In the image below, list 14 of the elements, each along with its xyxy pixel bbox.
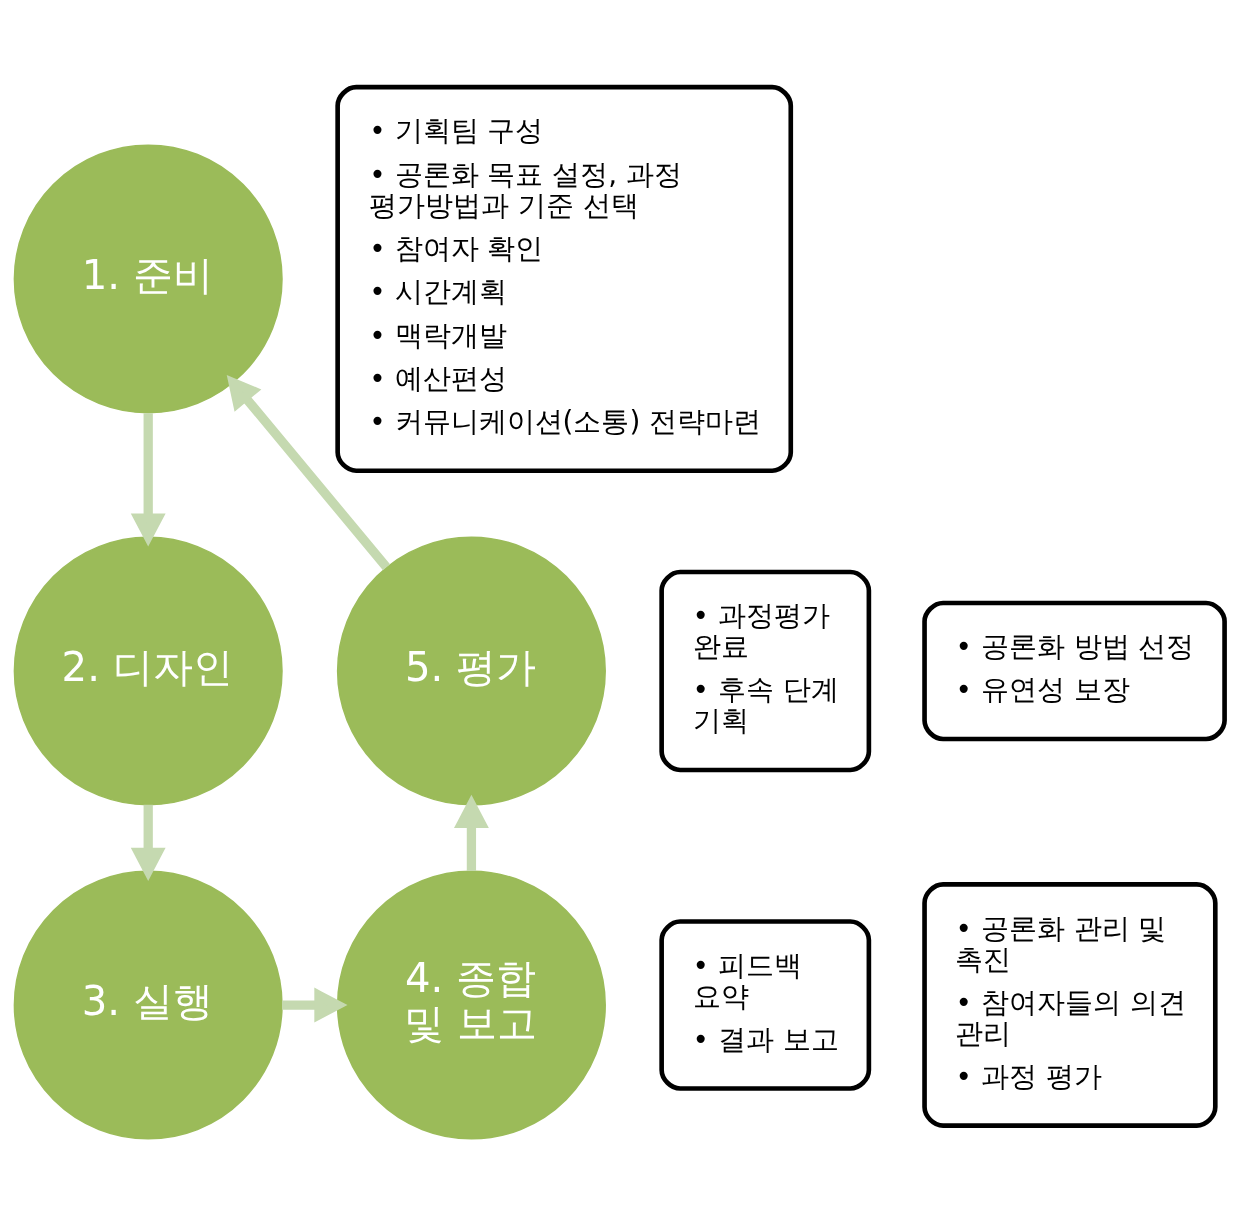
arrow	[282, 987, 348, 1023]
arrow	[454, 794, 489, 871]
node-circle: 5. 평가	[336, 536, 606, 806]
node-circle: 4. 종합 및 보고	[336, 870, 606, 1140]
node-circle: 2. 디자인	[13, 536, 283, 806]
node-box: • 피드백 요약 • 결과 보고	[659, 919, 872, 1091]
node-box: • 공론화 관리 및 촉진 • 참여자들의 의견 관리 • 과정 평가	[922, 882, 1218, 1128]
node-box: • 공론화 방법 선정 • 유연성 보장	[922, 600, 1227, 742]
arrow	[130, 804, 166, 881]
arrow	[226, 375, 391, 571]
node-box: • 과정평가 완료 • 후속 단계 기획	[659, 569, 872, 773]
node-circle: 3. 실행	[13, 870, 283, 1140]
node-box: • 기획팀 구성 • 공론화 목표 설정, 과정 평가방법과 기준 선택 • 참여자 확인 • 시간계획 • 맥락개발 • 예산편성 • 커뮤니케이션(소통) 전략마련	[335, 84, 794, 474]
arrow	[130, 413, 166, 547]
